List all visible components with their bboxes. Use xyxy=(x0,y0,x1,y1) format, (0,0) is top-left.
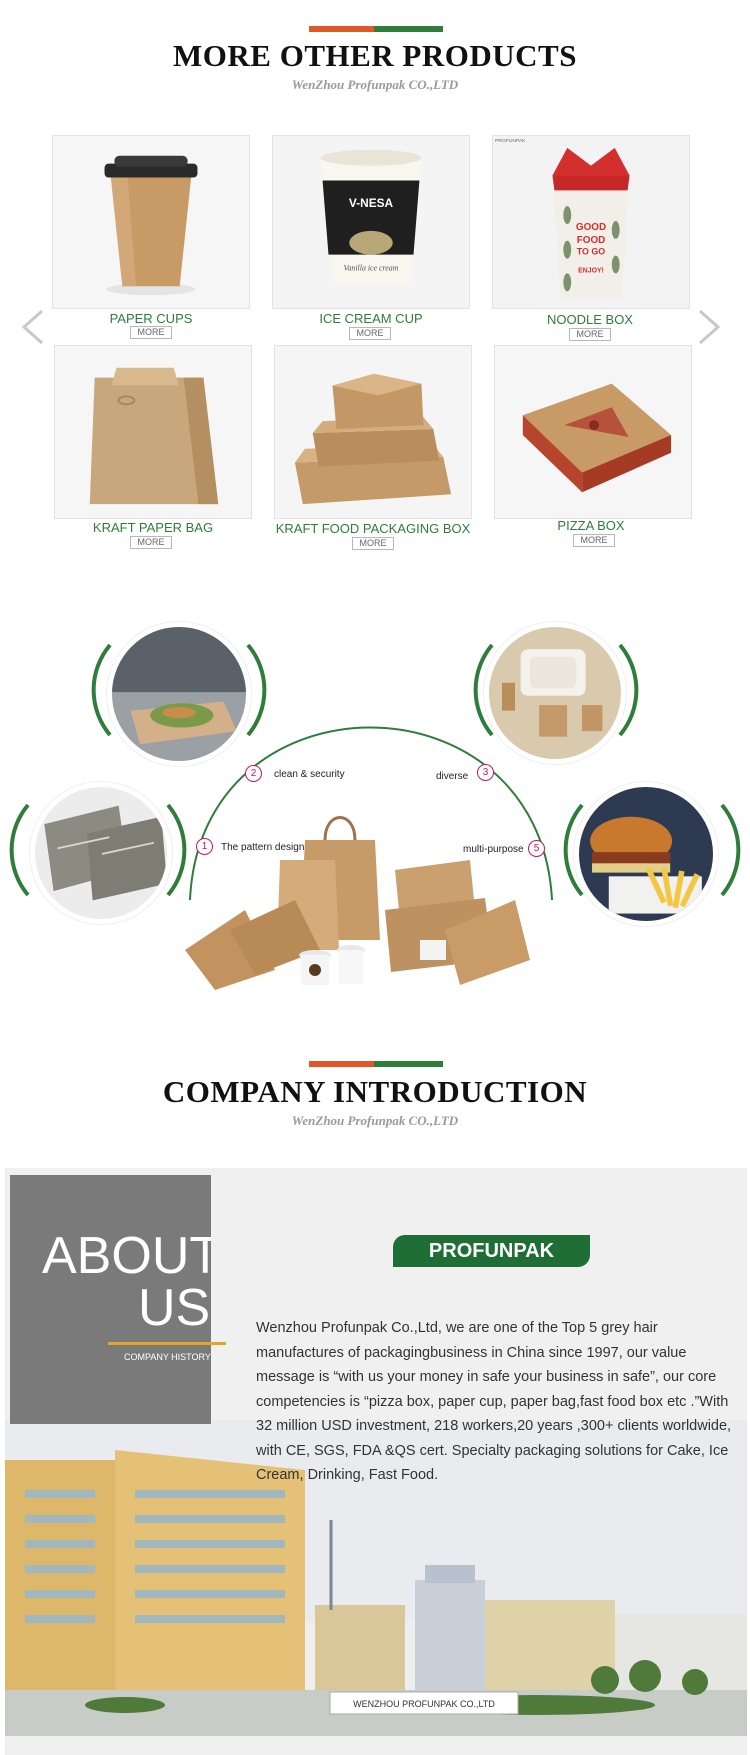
noodle-box-illustration: PROFUNPAK GOOD FOOD TO GO ENJOY! xyxy=(493,136,689,308)
feature-number-1: 1 xyxy=(196,838,213,855)
product-label-pizza-box[interactable]: PIZZA BOX xyxy=(557,518,625,533)
product-label-noodle-box[interactable]: NOODLE BOX xyxy=(547,312,633,327)
company-history-link[interactable]: COMPANY HISTORY xyxy=(124,1352,211,1362)
chevron-right-icon[interactable] xyxy=(696,309,722,345)
feature-image-tableware xyxy=(484,622,626,764)
more-button-noodle-box[interactable]: MORE xyxy=(569,328,611,341)
about-us-box: ABOUT US xyxy=(10,1175,211,1424)
pattern-design-illustration xyxy=(35,787,167,919)
company-section-subtitle: WenZhou Profunpak CO.,LTD xyxy=(291,1113,459,1128)
company-section-title: COMPANY INTRODUCTION xyxy=(162,1074,588,1109)
product-image-paper-cups[interactable] xyxy=(52,135,250,309)
product-image-ice-cream-cup[interactable]: V-NESA Vanilla ice cream xyxy=(272,135,470,309)
product-image-kraft-food-box[interactable] xyxy=(274,345,472,519)
more-button-paper-cups[interactable]: MORE xyxy=(130,326,172,339)
product-label-ice-cream-cup[interactable]: ICE CREAM CUP xyxy=(319,311,423,326)
product-image-noodle-box[interactable]: PROFUNPAK GOOD FOOD TO GO ENJOY! xyxy=(492,135,690,309)
products-section-subtitle: WenZhou Profunpak CO.,LTD xyxy=(291,77,459,92)
noodle-corner-text: PROFUNPAK xyxy=(495,138,526,144)
kraft-food-box-illustration xyxy=(275,346,471,518)
feature-label-diverse: diverse xyxy=(436,771,469,782)
ice-cream-cup-illustration: V-NESA Vanilla ice cream xyxy=(273,136,469,308)
feature-label-pattern-design: The pattern design xyxy=(221,842,305,853)
product-label-kraft-paper-bag[interactable]: KRAFT PAPER BAG xyxy=(92,520,214,535)
more-button-kraft-food-box[interactable]: MORE xyxy=(352,537,394,550)
cup-brand-text: V-NESA xyxy=(349,196,394,210)
noodle-text-enjoy: ENJOY! xyxy=(578,267,604,274)
features-decoration-arcs xyxy=(9,643,741,901)
feature-number-5: 5 xyxy=(528,840,545,857)
cup-flavor-text: Vanilla ice cream xyxy=(344,263,399,272)
product-group-illustration xyxy=(185,816,530,990)
burger-illustration xyxy=(579,787,713,921)
feature-label-clean-security: clean & security xyxy=(274,769,345,780)
feature-image-food-tray xyxy=(107,622,251,766)
header-accent-bar xyxy=(309,26,443,32)
kraft-bag-illustration xyxy=(55,346,251,518)
food-tray-illustration xyxy=(112,627,246,761)
more-button-ice-cream-cup[interactable]: MORE xyxy=(349,327,391,340)
profunpak-badge: PROFUNPAK xyxy=(393,1235,590,1267)
noodle-text-food: FOOD xyxy=(577,235,606,246)
more-button-pizza-box[interactable]: MORE xyxy=(573,534,615,547)
product-image-pizza-box[interactable] xyxy=(494,345,692,519)
pizza-box-illustration xyxy=(495,346,691,518)
company-intro-paragraph: Wenzhou Profunpak Co.,Ltd, we are one of… xyxy=(256,1320,732,1483)
feature-image-pattern-design xyxy=(30,782,172,924)
paper-cup-illustration xyxy=(53,136,249,308)
product-label-kraft-food-box[interactable]: KRAFT FOOD PACKAGING BOX xyxy=(275,521,471,536)
feature-label-multi-purpose: multi-purpose xyxy=(463,844,524,855)
feature-number-2: 2 xyxy=(245,765,262,782)
more-button-kraft-paper-bag[interactable]: MORE xyxy=(130,536,172,549)
tableware-illustration xyxy=(489,627,621,759)
feature-image-burger xyxy=(574,782,718,926)
product-label-paper-cups[interactable]: PAPER CUPS xyxy=(109,311,193,326)
product-image-kraft-paper-bag[interactable] xyxy=(54,345,252,519)
about-accent-line xyxy=(108,1342,226,1345)
building-sign-text: WENZHOU PROFUNPAK CO.,LTD xyxy=(353,1699,495,1709)
about-title-line1: ABOUT xyxy=(42,1227,211,1285)
feature-number-3: 3 xyxy=(477,764,494,781)
about-title-line2: US xyxy=(138,1279,211,1337)
products-section-title: MORE OTHER PRODUCTS xyxy=(173,38,577,73)
noodle-text-to-go: TO GO xyxy=(577,247,606,257)
header-accent-bar-company xyxy=(309,1061,443,1067)
noodle-text-good: GOOD xyxy=(576,222,606,233)
factory-illustration: WENZHOU PROFUNPAK CO.,LTD xyxy=(5,1420,747,1736)
chevron-left-icon[interactable] xyxy=(20,309,46,345)
